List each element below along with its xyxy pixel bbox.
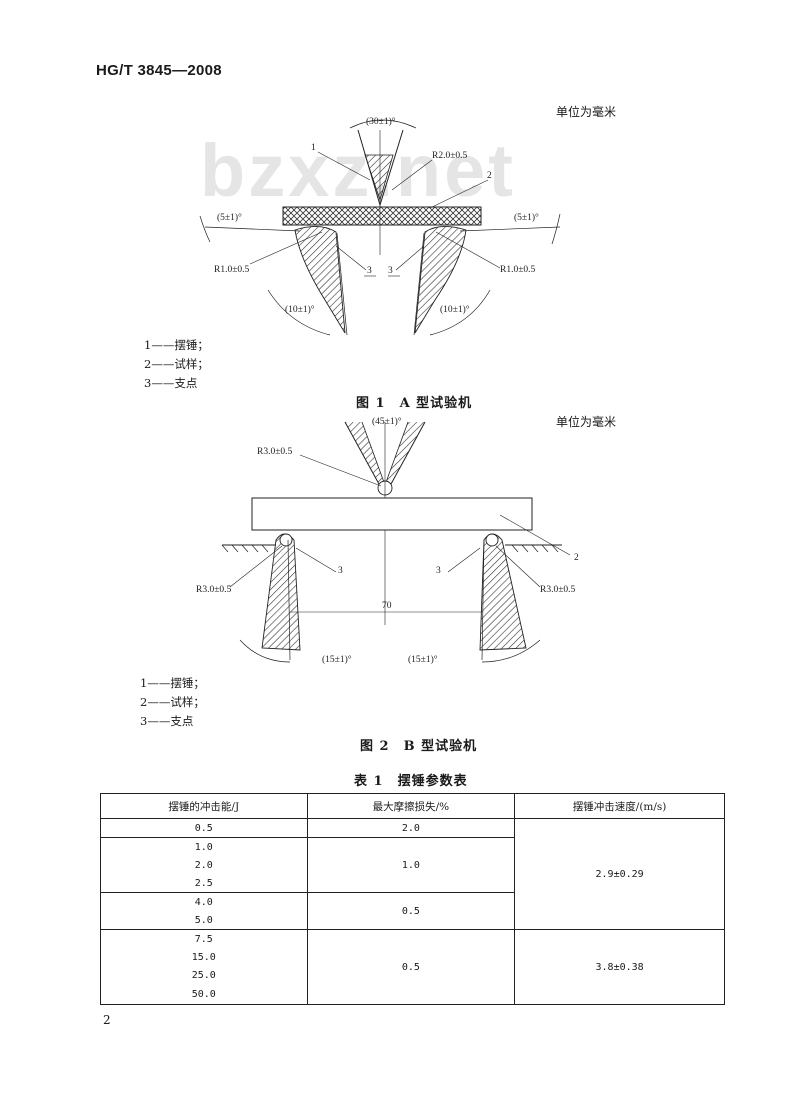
fig1-angle-bottom-left: (10±1)° (285, 304, 315, 315)
legend-item: 1——摆锤； (140, 676, 205, 690)
fig1-label-1: 1 (311, 143, 316, 153)
figure1-unit: 单位为毫米 (556, 105, 617, 119)
fig1-label-3b: 3 (388, 266, 393, 276)
velocity-cell: 2.9±0.29 (514, 818, 725, 930)
legend-item: 3——支点 (144, 376, 198, 390)
fig2-angle-bottom-right: (15±1)° (408, 654, 438, 665)
header-friction: 最大摩擦损失/% (306, 793, 515, 819)
fig2-radius-right: R3.0±0.5 (540, 585, 576, 595)
fig1-angle-bottom-right: (10±1)° (440, 304, 470, 315)
header-velocity: 摆锤冲击速度/(m/s) (514, 793, 725, 819)
energy-cell: 2.5 (194, 877, 213, 889)
fig2-label-3a: 3 (338, 566, 343, 576)
energy-cell: 4.0 (100, 892, 308, 911)
fig1-angle-top: (30±1)° (366, 116, 396, 127)
figure2-legend: 1——摆锤； 2——试样； 3——支点 (140, 674, 205, 731)
energy-cell: 1.0 (100, 837, 308, 856)
fig1-label-2: 2 (487, 171, 492, 181)
energy-cell: 15.0 (191, 951, 216, 963)
energy-cell: 7.5 (100, 929, 308, 948)
figure1-legend: 1——摆锤； 2——试样； 3——支点 (144, 336, 209, 393)
figure2-caption: 图 2 B 型试验机 (360, 739, 478, 754)
table-title: 表 1 摆锤参数表 (354, 774, 468, 789)
friction-cell: 1.0 (306, 837, 515, 893)
fig1-angle-right: (5±1)° (514, 212, 539, 223)
friction-cell: 2.0 (306, 818, 515, 838)
page-number: 2 (103, 1013, 111, 1027)
figure2-unit: 单位为毫米 (556, 415, 617, 429)
legend-item: 2——试样； (144, 357, 209, 371)
legend-item: 2——试样； (140, 695, 205, 709)
friction-cell: 0.5 (306, 892, 515, 930)
energy-cell: 25.0 (191, 969, 216, 981)
legend-item: 3——支点 (140, 714, 194, 728)
figure1-diagram: (30±1)° R2.0±0.5 1 2 (5±1)° (5±1)° R1.0±… (199, 116, 561, 336)
header-energy: 摆锤的冲击能/J (100, 793, 308, 819)
fig1-radius-left: R1.0±0.5 (214, 265, 250, 275)
figure1-caption: 图 1 A 型试验机 (356, 396, 473, 411)
parameter-table: 摆锤的冲击能/J 最大摩擦损失/% 摆锤冲击速度/(m/s) 0.5 2.0 2… (100, 793, 725, 1005)
standard-number: HG/T 3845—2008 (96, 62, 222, 79)
fig2-radius-left: R3.0±0.5 (196, 585, 232, 595)
energy-cell: 50.0 (191, 988, 216, 1000)
figure2-diagram: (45±1)° R3.0±0.5 2 3 3 R3.0±0.5 R3.0±0.5… (196, 416, 579, 665)
fig1-angle-left: (5±1)° (217, 212, 242, 223)
fig1-radius-top: R2.0±0.5 (432, 151, 468, 161)
energy-cell: 5.0 (194, 914, 213, 926)
fig1-radius-right: R1.0±0.5 (500, 265, 536, 275)
velocity-cell: 3.8±0.38 (514, 929, 725, 1005)
legend-item: 1——摆锤； (144, 338, 209, 352)
watermark: bzxz.net (200, 129, 516, 212)
fig2-angle-top: (45±1)° (372, 416, 402, 427)
fig2-angle-bottom-left: (15±1)° (322, 654, 352, 665)
fig2-label-2: 2 (574, 553, 579, 563)
fig2-label-3b: 3 (436, 566, 441, 576)
friction-cell: 0.5 (306, 929, 515, 1005)
fig2-span: 70 (382, 601, 392, 611)
fig2-radius-top: R3.0±0.5 (257, 447, 293, 457)
energy-cell: 0.5 (194, 822, 213, 834)
energy-cell: 2.0 (194, 859, 213, 871)
fig1-label-3a: 3 (367, 266, 372, 276)
